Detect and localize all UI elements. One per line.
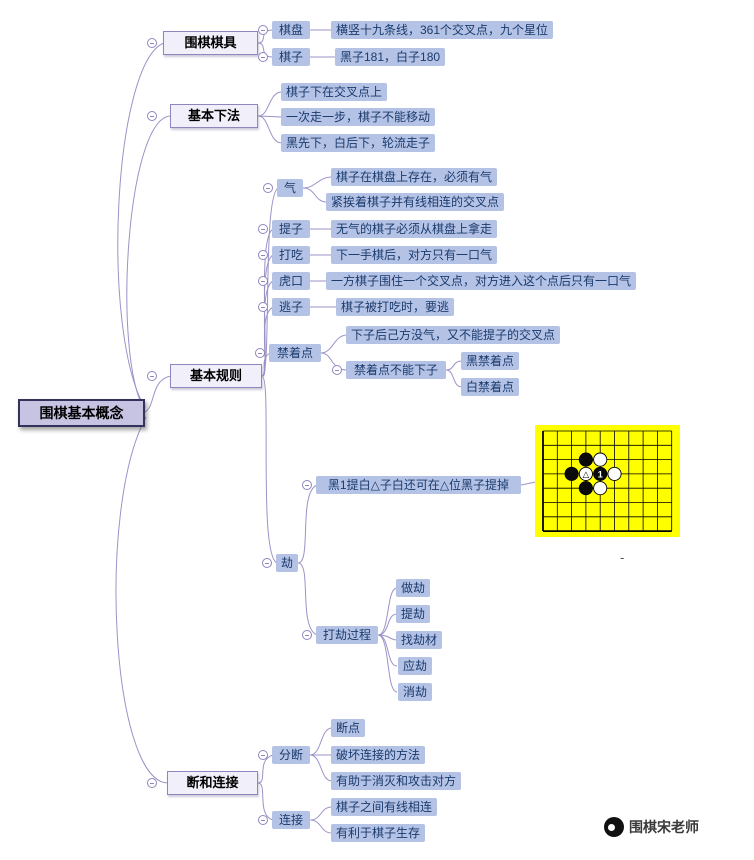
lianjie-detail[interactable]: 棋子之间有线相连 xyxy=(331,798,438,816)
node-dachi[interactable]: 打吃 xyxy=(272,246,310,264)
node-stones-detail[interactable]: 黑子181，白子180 xyxy=(335,48,446,66)
node-tizi[interactable]: 提子 xyxy=(272,220,310,238)
collapse-icon[interactable] xyxy=(258,224,268,234)
collapse-icon[interactable] xyxy=(258,52,268,62)
topic-equipment[interactable]: 围棋棋具 xyxy=(163,31,258,55)
collapse-icon[interactable] xyxy=(262,558,272,568)
qi-detail[interactable]: 紧挨着棋子并有线相连的交叉点 xyxy=(326,193,505,211)
dajie-step[interactable]: 消劫 xyxy=(398,683,433,701)
node-jie[interactable]: 劫 xyxy=(276,554,298,572)
node-jinzhuodian[interactable]: 禁着点 xyxy=(269,344,321,362)
collapse-icon[interactable] xyxy=(258,250,268,260)
collapse-icon[interactable] xyxy=(258,302,268,312)
tizi-detail[interactable]: 无气的棋子必须从棋盘上拿走 xyxy=(331,220,498,238)
play-rule-item[interactable]: 一次走一步，棋子不能移动 xyxy=(281,108,436,126)
node-jinzhuodian-rule[interactable]: 禁着点不能下子 xyxy=(346,361,446,379)
lianjie-detail[interactable]: 有利于棋子生存 xyxy=(331,824,426,842)
collapse-icon[interactable] xyxy=(258,276,268,286)
svg-text:1: 1 xyxy=(598,469,603,479)
qi-detail[interactable]: 棋子在棋盘上存在，必须有气 xyxy=(331,168,498,186)
collapse-icon[interactable] xyxy=(258,750,268,760)
node-dajie-process[interactable]: 打劫过程 xyxy=(316,626,378,644)
collapse-icon[interactable] xyxy=(263,183,273,193)
collapse-icon[interactable] xyxy=(255,348,265,358)
watermark: 围棋宋老师 xyxy=(604,817,699,837)
node-stones-term[interactable]: 棋子 xyxy=(272,48,310,66)
node-qi[interactable]: 气 xyxy=(277,179,303,197)
taozi-detail[interactable]: 棋子被打吃时，要逃 xyxy=(336,298,455,316)
stray-dash: - xyxy=(620,550,625,565)
svg-text:△: △ xyxy=(583,469,590,479)
collapse-icon[interactable] xyxy=(302,480,312,490)
node-hukou[interactable]: 虎口 xyxy=(272,272,310,290)
jinzhuodian-definition[interactable]: 下子后己方没气，又不能提子的交叉点 xyxy=(346,326,561,344)
collapse-icon[interactable] xyxy=(147,38,157,48)
collapse-icon[interactable] xyxy=(147,778,157,788)
topic-cut-and-connect[interactable]: 断和连接 xyxy=(167,771,258,795)
dajie-step[interactable]: 提劫 xyxy=(396,605,431,623)
play-rule-item[interactable]: 棋子下在交叉点上 xyxy=(281,83,388,101)
node-taozi[interactable]: 逃子 xyxy=(272,298,310,316)
collapse-icon[interactable] xyxy=(258,815,268,825)
node-board-detail[interactable]: 横竖十九条线，361个交叉点，九个星位 xyxy=(331,21,554,39)
jinzhuodian-white[interactable]: 白禁着点 xyxy=(461,378,520,396)
collapse-icon[interactable] xyxy=(302,630,312,640)
topic-basic-play[interactable]: 基本下法 xyxy=(170,104,258,128)
topic-basic-rules[interactable]: 基本规则 xyxy=(170,364,262,388)
collapse-icon[interactable] xyxy=(147,111,157,121)
hukou-detail[interactable]: 一方棋子围住一个交叉点，对方进入这个点后只有一口气 xyxy=(326,272,637,290)
jie-capture-note[interactable]: 黑1提白△子白还可在△位黑子提掉 xyxy=(316,476,521,494)
fenduan-detail[interactable]: 有助于消灭和攻击对方 xyxy=(331,772,462,790)
root-topic[interactable]: 围棋基本概念 xyxy=(18,399,145,427)
jinzhuodian-black[interactable]: 黑禁着点 xyxy=(461,352,520,370)
node-board-term[interactable]: 棋盘 xyxy=(272,21,310,39)
dajie-step[interactable]: 找劫材 xyxy=(396,631,443,649)
dajie-step[interactable]: 应劫 xyxy=(398,657,433,675)
watermark-label: 围棋宋老师 xyxy=(629,819,699,835)
collapse-icon[interactable] xyxy=(147,371,157,381)
ko-board-image[interactable]: △1 xyxy=(535,425,680,537)
node-fenduan[interactable]: 分断 xyxy=(272,746,310,764)
dajie-step[interactable]: 做劫 xyxy=(396,579,431,597)
play-rule-item[interactable]: 黑先下，白后下，轮流走子 xyxy=(281,134,436,152)
collapse-icon[interactable] xyxy=(332,365,342,375)
watermark-logo-icon xyxy=(604,817,624,837)
fenduan-detail[interactable]: 断点 xyxy=(331,719,366,737)
dachi-detail[interactable]: 下一手棋后，对方只有一口气 xyxy=(331,246,498,264)
fenduan-detail[interactable]: 破坏连接的方法 xyxy=(331,746,426,764)
node-lianjie[interactable]: 连接 xyxy=(272,811,310,829)
collapse-icon[interactable] xyxy=(258,25,268,35)
